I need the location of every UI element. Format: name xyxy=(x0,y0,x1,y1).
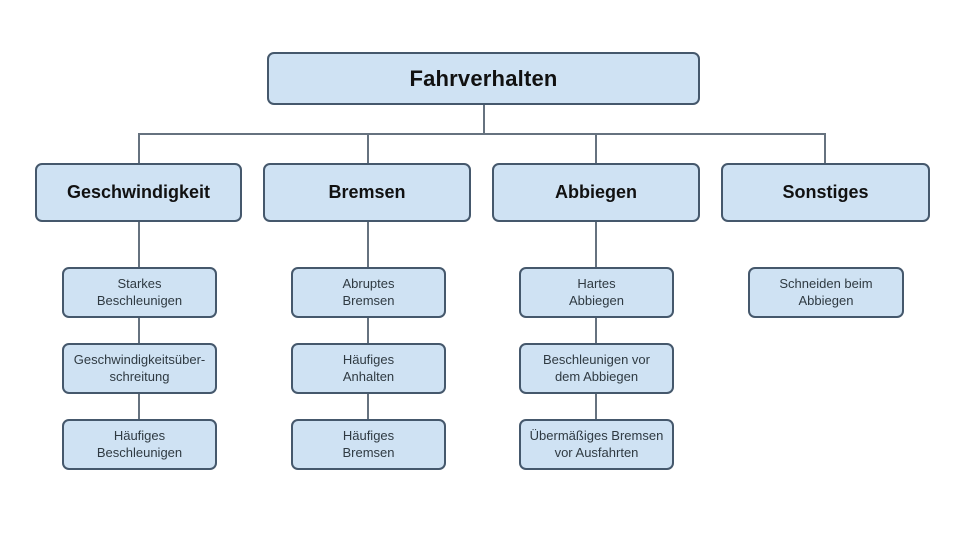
connector-bremsen-child3 xyxy=(367,394,369,419)
connector-abbiegen-child2 xyxy=(595,318,597,343)
node-geschwindigkeitsueberschreitung: Geschwindigkeitsüber- schreitung xyxy=(62,343,217,394)
connector-drop-sonstiges xyxy=(824,133,826,163)
node-hartes-abbiegen: Hartes Abbiegen xyxy=(519,267,674,318)
connector-bremsen-child2 xyxy=(367,318,369,343)
node-abbiegen: Abbiegen xyxy=(492,163,700,222)
connector-geschwindigkeit-child2 xyxy=(138,318,140,343)
node-beschleunigen-vor-dem-abbiegen: Beschleunigen vor dem Abbiegen xyxy=(519,343,674,394)
connector-bus xyxy=(138,133,826,135)
node-uebermaessiges-bremsen-vor-ausfahrten: Übermäßiges Bremsen vor Ausfahrten xyxy=(519,419,674,470)
connector-drop-bremsen xyxy=(367,133,369,163)
connector-drop-abbiegen xyxy=(595,133,597,163)
node-haeufiges-beschleunigen: Häufiges Beschleunigen xyxy=(62,419,217,470)
connector-geschwindigkeit-child3 xyxy=(138,394,140,419)
connector-abbiegen-child3 xyxy=(595,394,597,419)
node-haeufiges-bremsen: Häufiges Bremsen xyxy=(291,419,446,470)
node-abruptes-bremsen: Abruptes Bremsen xyxy=(291,267,446,318)
connector-bremsen-child1 xyxy=(367,222,369,267)
connector-root-stub xyxy=(483,105,485,133)
connector-drop-geschwindigkeit xyxy=(138,133,140,163)
node-haeufiges-anhalten: Häufiges Anhalten xyxy=(291,343,446,394)
connector-geschwindigkeit-child1 xyxy=(138,222,140,267)
node-bremsen: Bremsen xyxy=(263,163,471,222)
node-geschwindigkeit: Geschwindigkeit xyxy=(35,163,242,222)
node-starkes-beschleunigen: Starkes Beschleunigen xyxy=(62,267,217,318)
connector-abbiegen-child1 xyxy=(595,222,597,267)
node-sonstiges: Sonstiges xyxy=(721,163,930,222)
node-schneiden-beim-abbiegen: Schneiden beim Abbiegen xyxy=(748,267,904,318)
node-fahrverhalten: Fahrverhalten xyxy=(267,52,700,105)
